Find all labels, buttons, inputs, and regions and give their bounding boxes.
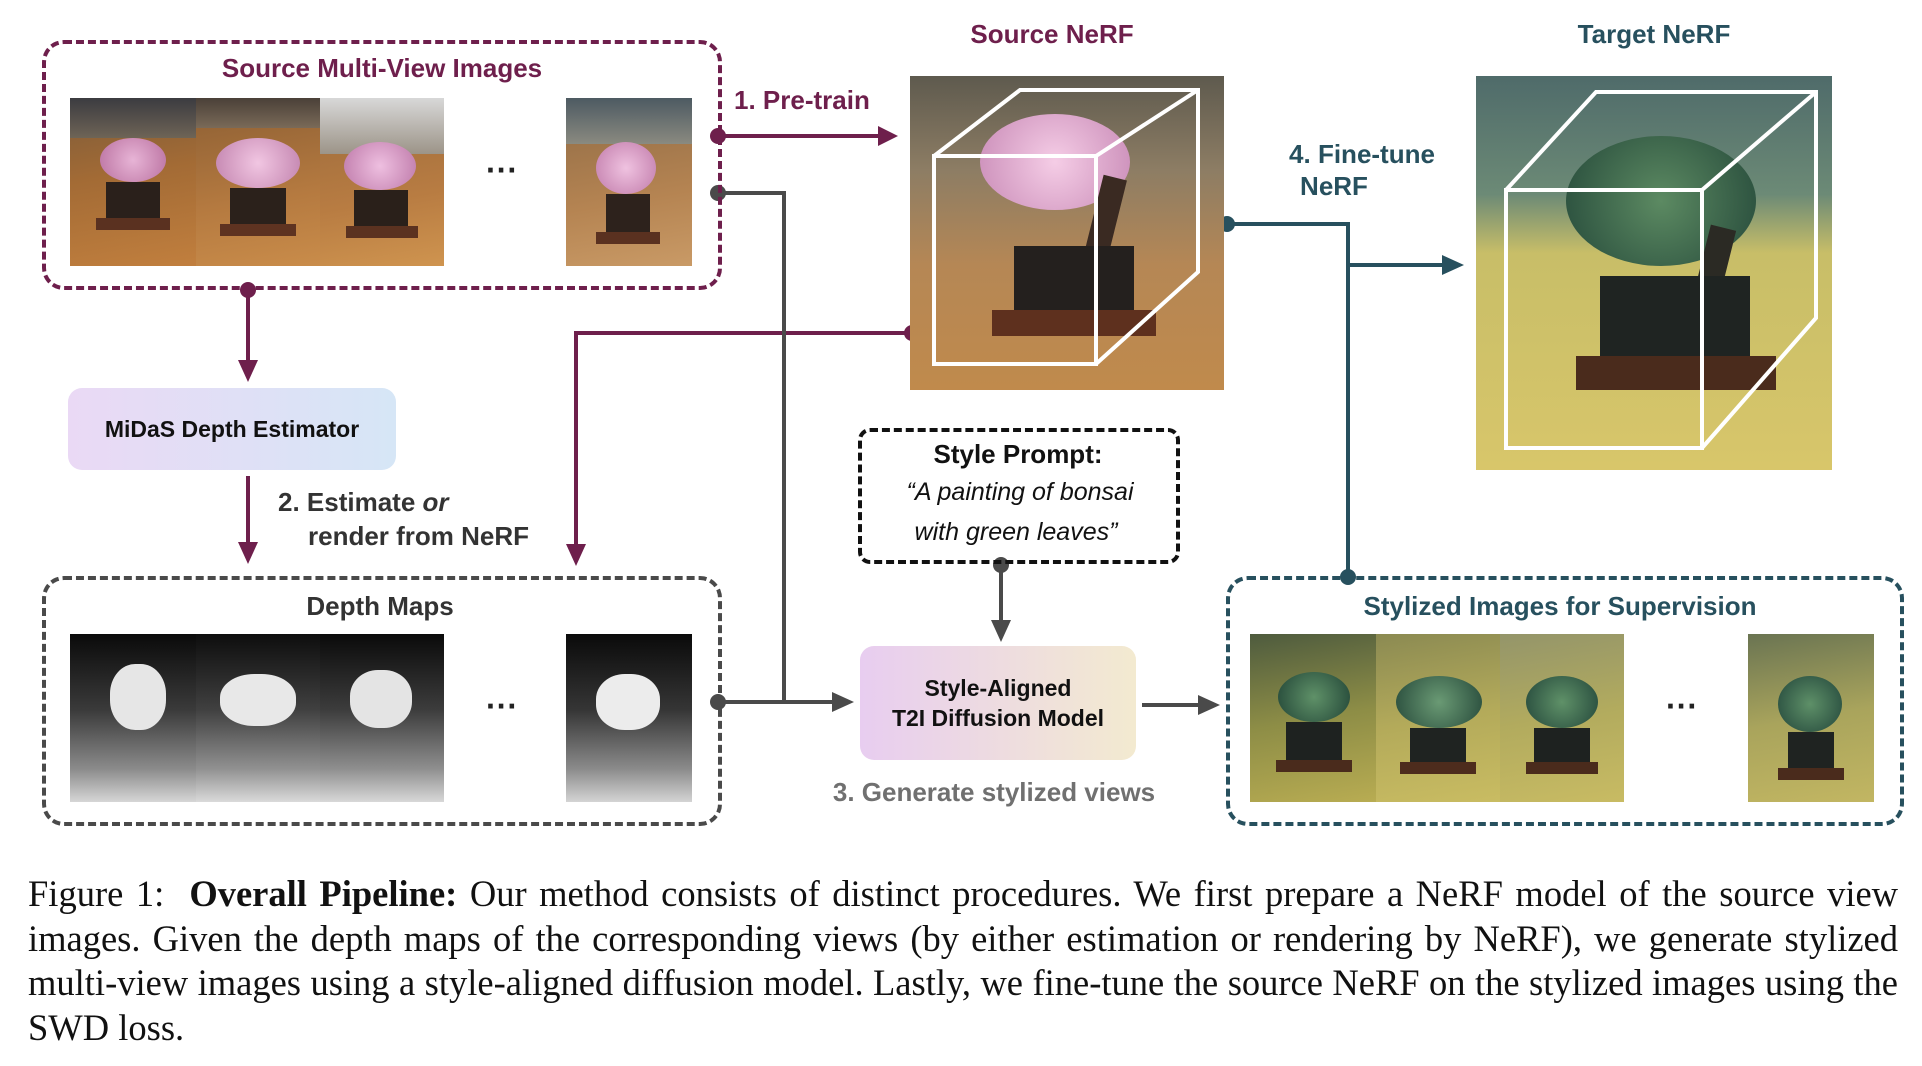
target-nerf-title: Target NeRF <box>1577 19 1731 49</box>
pretrain-arrow <box>710 126 898 146</box>
caption-text: Our method consists of distinct procedur… <box>28 873 1899 1048</box>
depth-map-3 <box>320 634 444 802</box>
stylized-view-2 <box>1376 634 1500 802</box>
target-nerf-cube <box>1504 90 1818 450</box>
step2-label-prefix: 2. Estimate <box>278 487 423 517</box>
diffusion-line1: Style-Aligned <box>924 675 1072 701</box>
source-view-3 <box>320 98 444 266</box>
depth-map-2 <box>196 634 320 802</box>
depth-map-1 <box>70 634 196 802</box>
stylized-view-1 <box>1250 634 1376 802</box>
stylized-view-3 <box>1500 634 1624 802</box>
caption-bold: Overall Pipeline: <box>189 873 458 914</box>
depth-map-n <box>566 634 692 802</box>
depth-maps-ellipsis: ··· <box>486 688 518 724</box>
source-images-ellipsis: ··· <box>486 152 518 188</box>
stylized-view-n <box>1748 634 1874 802</box>
style-prompt-box <box>858 428 1180 564</box>
midas-to-depth-arrow <box>238 476 258 564</box>
connectors <box>238 126 1464 715</box>
depth-maps-title: Depth Maps <box>306 591 454 621</box>
source-nerf-cube <box>932 88 1200 366</box>
style-prompt-line2: with green leaves” <box>914 518 1118 546</box>
step4-label-line1: 4. Fine-tune <box>1289 139 1435 169</box>
step2-label-or: or <box>422 487 449 517</box>
step1-label: 1. Pre-train <box>734 85 870 115</box>
source-to-midas-arrow <box>238 282 258 382</box>
source-view-2 <box>196 98 320 266</box>
step4-label-line2: NeRF <box>1300 171 1368 201</box>
pipeline-diagram: Source Multi-View Images ··· 1. Pre-trai… <box>42 19 1904 826</box>
source-images-title: Source Multi-View Images <box>221 53 543 83</box>
depth-maps-box <box>42 576 722 826</box>
diffusion-to-stylized-arrow <box>1142 695 1220 715</box>
style-prompt-title: Style Prompt: <box>933 439 1103 469</box>
source-nerf-image <box>910 76 1224 390</box>
caption-label: Figure 1: <box>28 873 165 914</box>
source-images-box <box>42 40 722 290</box>
prompt-to-diffusion-arrow <box>991 557 1011 642</box>
source-view-1 <box>70 98 196 266</box>
step2-label-line2: render from NeRF <box>308 521 530 551</box>
step3-label: 3. Generate stylized views <box>832 777 1156 807</box>
stylized-images-title: Stylized Images for Supervision <box>1363 591 1757 621</box>
finetune-arrow <box>1219 216 1464 585</box>
target-nerf-image <box>1476 76 1832 470</box>
midas-depth-estimator: MiDaS Depth Estimator <box>68 388 396 470</box>
stylized-images-box <box>1226 576 1904 826</box>
source-nerf-title: Source NeRF <box>970 19 1134 49</box>
stylized-images-ellipsis: ··· <box>1666 688 1698 724</box>
step2-label-line1: 2. Estimate or <box>278 487 449 518</box>
source-view-n <box>566 98 692 266</box>
figure-caption: Figure 1: Overall Pipeline: Our method c… <box>28 872 1898 1050</box>
diffusion-line2: T2I Diffusion Model <box>891 705 1105 731</box>
style-prompt-line1: “A painting of bonsai <box>906 478 1134 506</box>
style-aligned-diffusion-model: Style-Aligned T2I Diffusion Model <box>860 646 1136 760</box>
